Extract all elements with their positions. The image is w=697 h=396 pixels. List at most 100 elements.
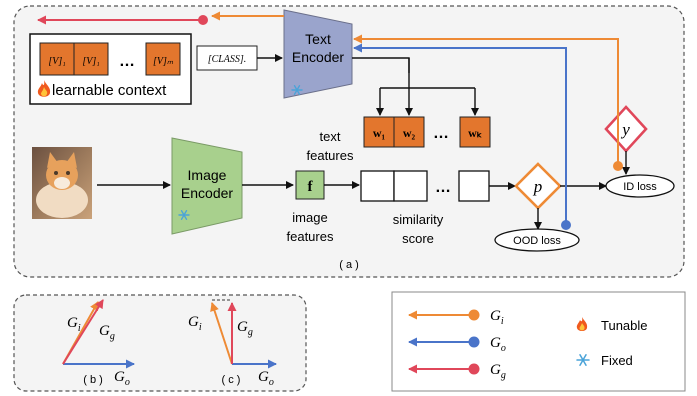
legend: Gi Go Gg Tunable Fixed — [391, 291, 686, 392]
cat-muzzle — [54, 177, 70, 189]
legend-go-label: Go — [490, 335, 506, 354]
prompt-caption: learnable context — [52, 82, 167, 99]
token-2-label: [V]₁ — [82, 56, 99, 67]
cat-head — [46, 160, 78, 190]
c-gi-label: Gi — [188, 314, 202, 333]
text-features-label-2: features — [307, 148, 354, 163]
panel-a: [V]₁ [V]₁ [V]ₘ … learnable context [CLAS… — [13, 5, 685, 278]
similarity-cell-1 — [360, 170, 395, 202]
similarity-cell-k — [458, 170, 490, 202]
class-token-label: [CLASS]. — [208, 54, 247, 65]
c-gi-symbol: G — [188, 314, 199, 330]
flame-icon — [576, 317, 588, 331]
id-loss-label: ID loss — [623, 181, 657, 193]
legend-fixed-label: Fixed — [601, 353, 633, 368]
cat-eye-left — [54, 171, 58, 175]
sub-diagram-b: Gi Gg Go ( b ) — [62, 299, 135, 388]
snowflake-icon — [291, 84, 303, 96]
b-go-subscript: o — [125, 377, 130, 388]
legend-go-symbol: G — [490, 335, 501, 351]
image-encoder-shape — [171, 137, 243, 235]
legend-tunable-label: Tunable — [601, 318, 648, 333]
sub-diagram-c: Gi Gg Go ( c ) — [188, 299, 277, 388]
text-encoder-shape — [283, 9, 353, 99]
weight-w1-label: w₁ — [373, 126, 386, 140]
gradient-gi-path-id — [353, 34, 619, 166]
image-feature-symbol: f — [308, 179, 314, 195]
panel-bc: Gi Gg Go ( b ) Gi Gg Go ( c ) — [13, 294, 307, 392]
token-1-label: [V]₁ — [48, 56, 65, 67]
class-token-box — [196, 45, 258, 71]
legend-go-dot — [468, 336, 480, 348]
context-token-m — [145, 42, 181, 76]
legend-gi-label: Gi — [490, 308, 504, 327]
gradient-gi-source — [613, 161, 623, 171]
text-encoder-line1: Text — [305, 31, 331, 47]
legend-gg-dot — [468, 363, 480, 375]
weights-ellipsis: … — [433, 125, 449, 142]
cat-ear-right — [66, 152, 77, 168]
panel-a-label: ( a ) — [339, 259, 359, 271]
b-gi-symbol: G — [67, 315, 78, 331]
ood-loss-node — [494, 228, 580, 252]
p-label: p — [533, 177, 543, 196]
similarity-label-2: score — [402, 231, 434, 246]
weight-w2-label: w₂ — [403, 126, 416, 140]
legend-gg-symbol: G — [490, 362, 501, 378]
ood-loss-label: OOD loss — [513, 235, 561, 247]
text-encoder-line2: Encoder — [292, 49, 344, 65]
weight-w2 — [393, 116, 425, 148]
gradient-go-path-ood — [353, 43, 567, 225]
b-gi-subscript: i — [78, 323, 81, 334]
image-feature-box — [295, 170, 325, 200]
c-gg-label: Gg — [237, 319, 253, 338]
weight-wk — [459, 116, 491, 148]
b-gg-label: Gg — [99, 323, 115, 342]
c-gi-vector — [210, 302, 233, 365]
c-gg-symbol: G — [237, 319, 248, 335]
legend-gi-subscript: i — [501, 316, 504, 327]
input-cat-image — [32, 147, 92, 219]
token-m-label: [V]ₘ — [153, 56, 174, 67]
similarity-label-1: similarity — [393, 212, 444, 227]
gradient-go-source — [561, 220, 571, 230]
legend-gi-dot — [468, 309, 480, 321]
c-gi-subscript: i — [199, 322, 202, 333]
id-loss-node — [605, 174, 675, 198]
c-label: ( c ) — [222, 374, 241, 386]
cat-eye-right — [66, 171, 70, 175]
c-gg-subscript: g — [248, 327, 253, 338]
c-go-label: Go — [258, 369, 274, 388]
flame-icon — [37, 80, 51, 97]
image-features-label-2: features — [287, 229, 334, 244]
b-label: ( b ) — [83, 374, 103, 386]
snowflake-icon — [178, 209, 190, 221]
image-encoder: Image Encoder — [171, 137, 243, 235]
image-features-label-1: image — [292, 210, 327, 225]
c-go-subscript: o — [269, 377, 274, 388]
cat-body — [36, 182, 88, 218]
context-token-2 — [73, 42, 109, 76]
legend-go-subscript: o — [501, 343, 506, 354]
gradient-gg-source — [198, 15, 208, 25]
cat-ear-left — [47, 152, 58, 168]
c-go-symbol: G — [258, 369, 269, 385]
text-encoder: Text Encoder — [283, 9, 353, 99]
legend-gg-label: Gg — [490, 362, 506, 381]
prompt-box: [V]₁ [V]₁ [V]ₘ … learnable context — [29, 33, 192, 105]
legend-gi-symbol: G — [490, 308, 501, 324]
image-encoder-line1: Image — [188, 167, 227, 183]
y-label: y — [620, 120, 630, 139]
b-gg-symbol: G — [99, 323, 110, 339]
weight-wk-label: wₖ — [468, 126, 483, 140]
image-encoder-line2: Encoder — [181, 185, 233, 201]
b-go-label: Go — [114, 369, 130, 388]
b-gi-label: Gi — [67, 315, 81, 334]
similarity-ellipsis: … — [435, 179, 451, 196]
b-gg-subscript: g — [110, 331, 115, 342]
token-ellipsis: … — [119, 53, 135, 70]
text-features-label-1: text — [320, 129, 341, 144]
similarity-cell-2 — [393, 170, 428, 202]
b-gg-vector — [62, 299, 104, 365]
